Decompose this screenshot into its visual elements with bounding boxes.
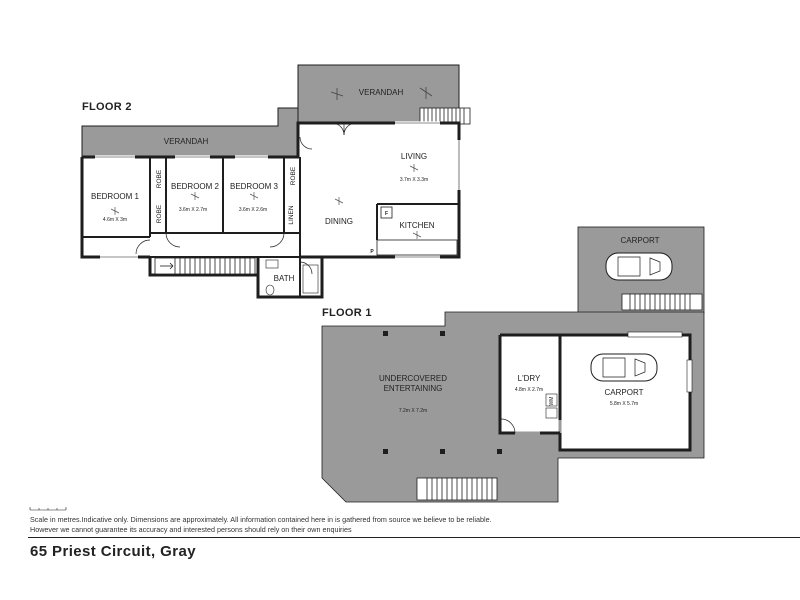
bedroom2-label: BEDROOM 2 <box>171 182 220 191</box>
floor1-walls <box>498 333 692 452</box>
floor2-interior-walls <box>82 157 459 297</box>
floor2-window-lines <box>95 122 460 258</box>
verandah-left-area <box>81 107 299 158</box>
bedroom3-dims: 3.6m X 2.6m <box>239 207 267 213</box>
fridge-label: F <box>385 211 388 217</box>
car-icon <box>590 353 658 382</box>
robe-label-1: ROBE <box>156 169 163 188</box>
undercovered-label-2: ENTERTAINING <box>384 384 443 393</box>
fridge-box <box>380 206 393 219</box>
ceiling-light-icons <box>110 164 422 239</box>
property-address: 65 Priest Circuit, Gray <box>30 543 196 560</box>
bedroom1-label: BEDROOM 1 <box>91 192 140 201</box>
floor1-title: FLOOR 1 <box>322 307 372 319</box>
carport-main-dims: 5.8m X 5.7m <box>610 401 638 407</box>
floor1-windows <box>627 331 693 393</box>
dining-label: DINING <box>325 217 353 226</box>
stairs-carport-top <box>621 293 703 311</box>
wm-label: WM <box>549 397 555 406</box>
verandah-top-label: VERANDAH <box>359 88 404 97</box>
bath-label: BATH <box>274 274 295 283</box>
stairs-floor1 <box>416 477 498 501</box>
undercovered-dims: 7.2m X 7.2m <box>399 408 427 414</box>
footer-divider <box>28 537 800 538</box>
robe-label-2: ROBE <box>156 204 163 223</box>
bath-fixtures <box>265 259 319 296</box>
carport-top-label: CARPORT <box>621 236 660 245</box>
pantry-label: P <box>370 249 374 255</box>
bedroom2-dims: 3.6m X 2.7m <box>179 207 207 213</box>
floor2-doors <box>135 122 357 275</box>
laundry-fixtures <box>545 393 558 419</box>
disclaimer-text: Scale in metres.Indicative only. Dimensi… <box>30 515 492 534</box>
laundry-label: L'DRY <box>518 374 541 383</box>
robe-label-3: ROBE <box>290 166 297 185</box>
car-icon <box>605 252 673 281</box>
scale-bar <box>29 507 67 511</box>
floor2-title: FLOOR 2 <box>82 101 132 113</box>
living-label: LIVING <box>401 152 427 161</box>
kitchen-label: KITCHEN <box>399 221 434 230</box>
living-dims: 3.7m X 3.3m <box>400 177 428 183</box>
bedroom1-dims: 4.6m X 3m <box>103 217 127 223</box>
laundry-dims: 4.8m X 2.7m <box>515 387 543 393</box>
stairs-floor2 <box>154 257 256 275</box>
bedroom3-label: BEDROOM 3 <box>230 182 279 191</box>
carport-main-label: CARPORT <box>605 388 644 397</box>
linen-label: LINEN <box>288 205 295 224</box>
verandah-left-label: VERANDAH <box>164 137 209 146</box>
undercovered-label-1: UNDERCOVERED <box>379 374 447 383</box>
floor1-doors <box>500 418 516 434</box>
posts <box>383 331 502 454</box>
fan-icon <box>330 87 433 100</box>
kitchen-bench <box>376 239 458 256</box>
